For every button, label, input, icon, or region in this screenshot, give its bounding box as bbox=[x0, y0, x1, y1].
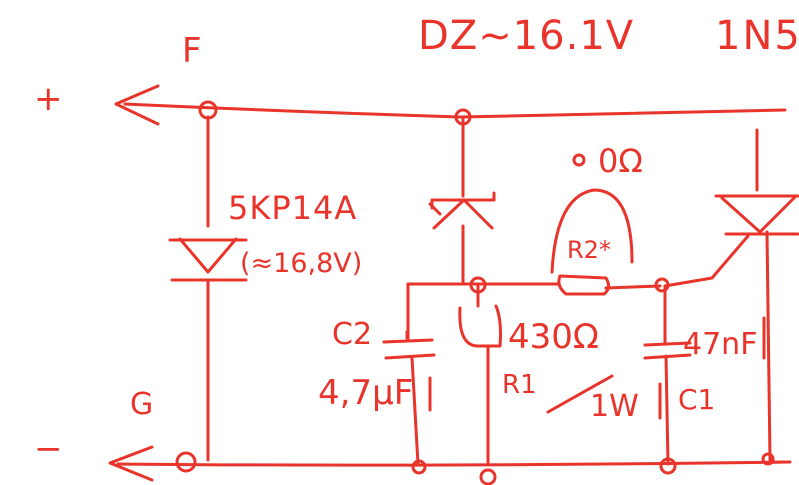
bottom-rail-wire bbox=[116, 460, 792, 467]
r2-label: R2* bbox=[567, 236, 611, 264]
zener-diode-symbol bbox=[430, 191, 496, 230]
c1-value-label: 47nF bbox=[683, 327, 758, 362]
junction-top-center bbox=[454, 108, 472, 126]
c1-label: C1 bbox=[678, 383, 716, 416]
zero-ohm-marker bbox=[572, 153, 586, 167]
top-rail-wire bbox=[123, 102, 787, 119]
node-g-label: G bbox=[130, 387, 154, 422]
zener-voltage-note: DZ~16.1V bbox=[418, 13, 635, 59]
r1-power-slash bbox=[546, 374, 614, 414]
junction-center bbox=[469, 276, 487, 294]
right-diode-symbol bbox=[714, 194, 799, 236]
r2-resistor-symbol bbox=[557, 274, 611, 296]
c2-lead-wire bbox=[406, 282, 420, 466]
junction-bottom-left bbox=[175, 451, 197, 473]
r1-resistor-symbol bbox=[458, 304, 502, 348]
minus-terminal-arrow bbox=[108, 445, 154, 482]
c1-lead-wire bbox=[663, 284, 670, 466]
node-f-label: F bbox=[182, 31, 202, 71]
r1-value-label: 430Ω bbox=[508, 317, 599, 357]
tvs-diode-symbol bbox=[168, 237, 248, 282]
c1-capacitor-symbol bbox=[643, 341, 692, 360]
junction-bottom-r1 bbox=[479, 468, 497, 485]
part-number-label: 1N5 bbox=[715, 13, 799, 59]
junction-bottom-right bbox=[761, 452, 775, 466]
right-link-wire bbox=[663, 234, 750, 288]
r2-to-c1-wire bbox=[604, 284, 662, 290]
minus-symbol: − bbox=[34, 429, 63, 469]
c2-capacitor-symbol bbox=[382, 338, 436, 360]
r1-lead-wire bbox=[476, 282, 490, 466]
tvs-voltage-label: (≈16,8V) bbox=[240, 248, 363, 279]
r2-zero-ohm-label: 0Ω bbox=[598, 142, 643, 180]
c2-value-label: 4,7μF bbox=[318, 373, 414, 413]
junction-bottom-c1 bbox=[659, 457, 677, 475]
zener-part-tick bbox=[428, 202, 442, 216]
r1-label: R1 bbox=[502, 370, 537, 400]
tvs-part-label: 5KP14A bbox=[228, 189, 358, 227]
right-branch-wire bbox=[755, 128, 772, 462]
plus-terminal-arrow bbox=[114, 84, 160, 126]
r2-zero-ohm-link bbox=[550, 188, 634, 274]
r1-power-label: 1W bbox=[590, 389, 639, 424]
junction-top-left bbox=[198, 100, 218, 120]
junction-bottom-c2 bbox=[411, 459, 427, 475]
c1-c2-annotation-bars bbox=[405, 316, 766, 420]
junction-r2-right bbox=[654, 277, 670, 293]
plus-symbol: + bbox=[34, 79, 63, 119]
c2-label: C2 bbox=[332, 317, 373, 352]
